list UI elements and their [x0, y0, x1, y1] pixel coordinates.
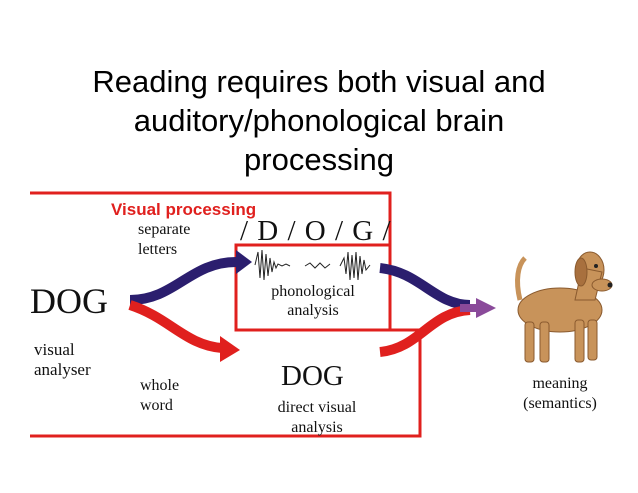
- title-line-3: processing: [244, 142, 394, 177]
- phonological-analysis-label: phonological analysis: [238, 282, 388, 320]
- separate-letters-label: separate letters: [138, 220, 190, 260]
- phonological-box: [234, 243, 392, 332]
- visual-processing-outline: [30, 191, 392, 245]
- title-line-2: auditory/phonological brain: [133, 103, 505, 138]
- separate-letters-line-2: letters: [138, 241, 178, 258]
- phonological-line-2: analysis: [287, 302, 339, 319]
- slide-title: Reading requires both visual and auditor…: [0, 62, 638, 179]
- meaning-arrowhead: [476, 298, 496, 318]
- whole-word-route-arrowhead: [220, 336, 240, 362]
- whole-word-label: whole word: [140, 376, 179, 416]
- meaning-label: meaning (semantics): [505, 374, 615, 414]
- meaning-line-1: meaning: [532, 375, 588, 392]
- phonological-route-arrowhead: [236, 250, 252, 274]
- meaning-line-2: (semantics): [523, 395, 597, 412]
- phonological-route-arrow: [129, 257, 237, 305]
- visual-processing-label: Visual processing: [111, 200, 257, 219]
- separate-letters-line-1: separate: [138, 221, 191, 238]
- direct-visual-line-1: direct visual: [277, 399, 357, 416]
- phonological-to-meaning: [379, 263, 471, 310]
- visual-processing-outline-bottom: [30, 328, 422, 438]
- direct-visual-line-2: analysis: [291, 419, 343, 436]
- dog-direct-word: DOG: [281, 360, 344, 392]
- dog-illustration: [515, 251, 613, 363]
- whole-word-route-arrow: [128, 300, 223, 353]
- title-line-1: Reading requires both visual and: [92, 64, 546, 99]
- speech-waveform: [254, 249, 371, 281]
- dog-input-word: DOG: [30, 281, 108, 321]
- phonological-line-1: phonological: [271, 283, 355, 300]
- visual-analyser-label: visual analyser: [34, 340, 91, 380]
- phoneme-label: / D / O / G /: [240, 215, 392, 247]
- whole-word-line-2: word: [140, 397, 173, 414]
- whole-word-line-1: whole: [140, 377, 180, 394]
- visual-analyser-line-1: visual: [34, 340, 75, 359]
- direct-to-meaning: [379, 305, 471, 357]
- visual-analyser-line-2: analyser: [34, 360, 91, 379]
- direct-visual-analysis-label: direct visual analysis: [252, 398, 382, 436]
